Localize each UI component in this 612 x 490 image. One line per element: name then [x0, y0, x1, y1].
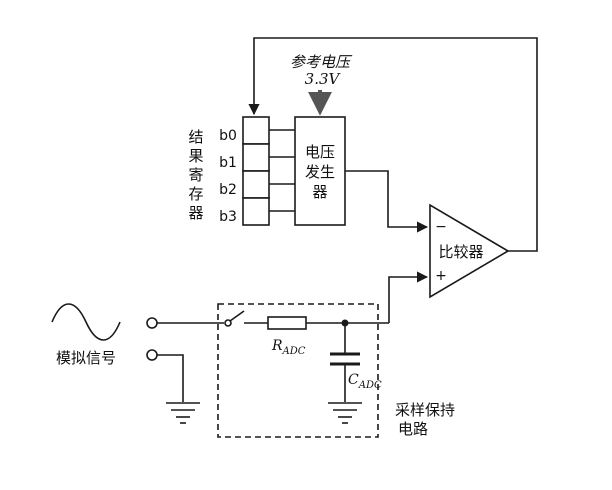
register-label-char-3: 存	[188, 185, 203, 203]
register-bus	[269, 129, 295, 212]
register-label-char-1: 果	[188, 147, 203, 165]
capacitor-symbol: C	[348, 372, 359, 388]
register-label-char-4: 器	[188, 204, 203, 222]
bit-label-b1: b1	[219, 155, 237, 171]
resistor-label: RADC	[271, 338, 306, 357]
comparator-plus: +	[435, 268, 447, 284]
result-register	[242, 116, 270, 226]
feedback-wire	[248, 37, 538, 252]
register-cell-b3	[242, 197, 270, 226]
sample-hold-box	[217, 303, 379, 438]
sample-to-comparator-wire	[388, 271, 429, 323]
sample-hold-label-line-2: 电路	[398, 420, 428, 438]
comparator-triangle	[429, 203, 510, 299]
comparator-label: 比较器	[438, 243, 483, 261]
bit-label-b3: b3	[219, 209, 237, 225]
bit-label-b0: b0	[219, 128, 237, 144]
sampling-switch	[224, 310, 268, 327]
ground-symbol-input	[166, 402, 200, 424]
resistor-symbol: R	[271, 338, 283, 354]
resistor-rect	[267, 316, 307, 330]
voltage-generator-line-3: 器	[312, 183, 327, 201]
register-cell-b0	[242, 116, 270, 145]
sample-hold-label-line-1: 采样保持	[395, 401, 455, 419]
register-cell-b2	[242, 170, 270, 199]
capacitor-subscript: ADC	[358, 380, 382, 391]
sine-wave-icon	[51, 303, 121, 341]
register-cell-b1	[242, 143, 270, 172]
voltage-generator-line-1: 电压	[305, 143, 335, 161]
comparator-minus: −	[435, 219, 447, 235]
ground-wire-input	[157, 354, 184, 402]
generator-to-comparator-wire	[345, 170, 429, 233]
bit-label-b2: b2	[219, 182, 237, 198]
ground-symbol-capacitor	[328, 402, 362, 424]
input-terminal-ground	[146, 349, 158, 361]
resistor-subscript: ADC	[282, 346, 306, 357]
register-label-char-0: 结	[188, 128, 203, 146]
capacitor-label: CADC	[348, 372, 382, 391]
voltage-generator-box	[294, 116, 346, 226]
reference-title: 参考电压	[290, 53, 353, 71]
input-terminal-signal	[146, 317, 158, 329]
reference-value: 3.3V	[305, 70, 342, 88]
analog-signal-label: 模拟信号	[56, 349, 116, 367]
result-register-label: 结 果 寄 存 器	[188, 128, 203, 222]
voltage-generator-line-2: 发生	[305, 163, 335, 181]
register-label-char-2: 寄	[188, 166, 203, 184]
